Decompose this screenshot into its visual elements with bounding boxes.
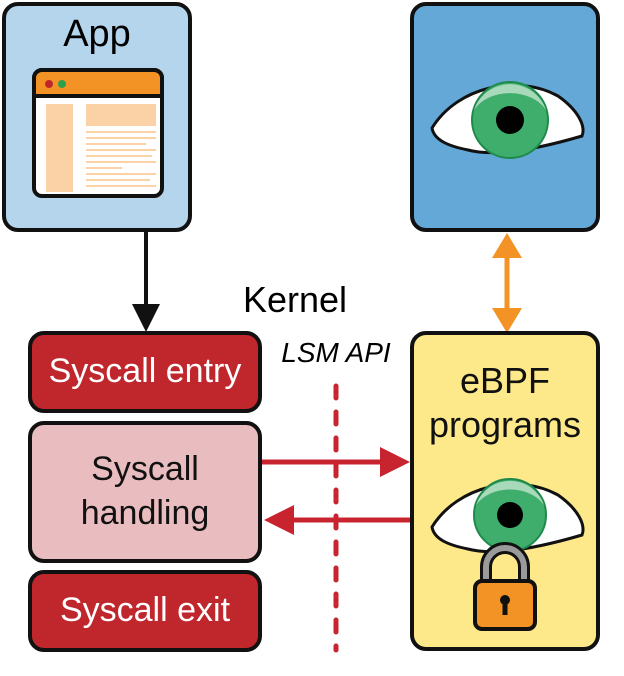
syscall-handling-label-line2: handling <box>80 494 210 532</box>
browser-window-icon <box>32 68 164 198</box>
syscall-handling-label-line1: Syscall <box>91 450 199 488</box>
ebpf-programs-box: eBPF programs <box>410 331 600 651</box>
ebpf-label-line1: eBPF <box>459 360 551 401</box>
app-to-kernel-arrow <box>132 232 160 332</box>
ebpf-label-line2: programs <box>428 404 582 445</box>
observer-box <box>410 2 600 232</box>
lsm-api-label: LSM API <box>281 337 391 368</box>
syscall-entry-box: Syscall entry <box>28 331 262 413</box>
kernel-title: Kernel <box>242 279 348 320</box>
padlock-icon <box>473 542 537 631</box>
syscall-exit-label: Syscall exit <box>59 591 231 629</box>
syscall-handling-box: Syscall handling <box>28 421 262 563</box>
syscall-exit-box: Syscall exit <box>28 570 262 652</box>
observer-ebpf-arrow <box>492 233 522 333</box>
app-box: App <box>2 2 192 232</box>
handling-to-ebpf-arrow <box>262 447 410 477</box>
eye-icon <box>430 81 585 159</box>
syscall-entry-label: Syscall entry <box>48 352 242 390</box>
app-title: App <box>63 13 131 55</box>
ebpf-to-handling-arrow <box>264 505 414 535</box>
